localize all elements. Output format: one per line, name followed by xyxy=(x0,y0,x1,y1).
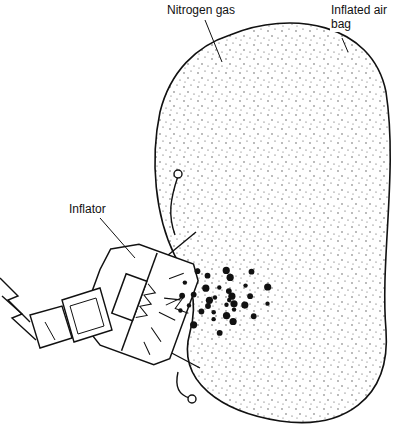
gas-dot xyxy=(205,303,211,309)
gas-dot xyxy=(232,307,236,311)
gas-dot xyxy=(243,283,247,287)
gas-dot xyxy=(212,310,216,314)
gas-spray xyxy=(178,267,271,336)
gas-dot xyxy=(224,303,228,307)
gas-dot xyxy=(249,269,255,275)
gas-dot xyxy=(211,317,215,321)
gas-dot xyxy=(205,273,211,279)
air-bag xyxy=(155,23,390,423)
part-label: Nitrogen gas xyxy=(166,4,236,18)
leader-lines xyxy=(100,20,348,258)
gas-dot xyxy=(227,274,234,281)
gas-dot xyxy=(217,285,221,289)
part-label: Inflated air bag xyxy=(330,4,394,32)
gas-dot xyxy=(187,303,191,307)
gas-dot xyxy=(190,321,197,328)
gas-dot xyxy=(264,283,271,290)
gas-dot xyxy=(179,293,185,299)
gas-dot xyxy=(223,312,230,319)
gas-dot xyxy=(241,301,248,308)
gas-dot xyxy=(265,301,269,305)
part-label: Inflator xyxy=(68,203,107,217)
gas-dot xyxy=(183,280,187,284)
gas-dot xyxy=(195,268,201,274)
gas-dot xyxy=(191,292,197,298)
gas-dot xyxy=(206,297,213,304)
gas-dot xyxy=(202,285,209,292)
gas-dot xyxy=(229,318,236,325)
gas-dot xyxy=(230,300,237,307)
gas-dot xyxy=(199,309,205,315)
gas-dot xyxy=(251,313,257,319)
gas-dot xyxy=(226,288,232,294)
gas-dot xyxy=(217,330,223,336)
gas-dot xyxy=(178,308,182,312)
gas-dot xyxy=(213,295,217,299)
electrical-connector xyxy=(0,278,112,348)
gas-dot xyxy=(247,293,253,299)
gas-dot xyxy=(223,267,230,274)
